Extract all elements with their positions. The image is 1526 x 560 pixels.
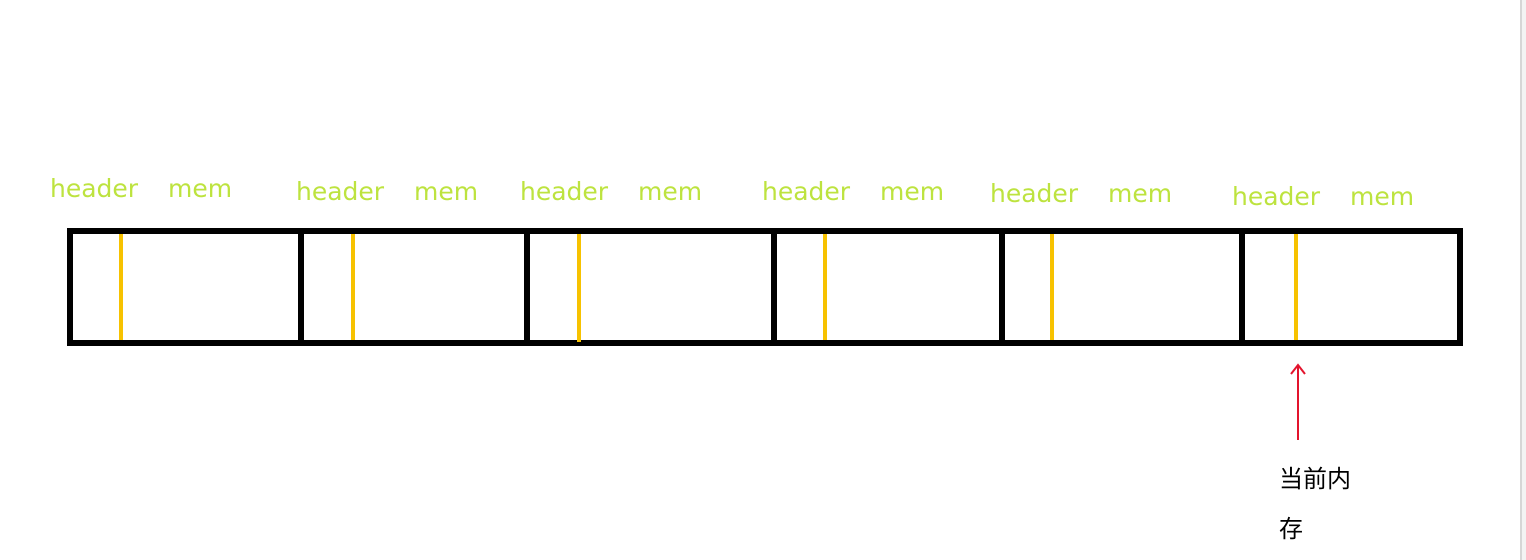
window-edge-fill — [1522, 0, 1526, 560]
segment-2-header-label: header — [296, 177, 385, 206]
segment-1-header-label: header — [50, 174, 139, 203]
header-marker — [119, 234, 123, 340]
current-pointer-arrow — [1290, 363, 1306, 440]
block-divider — [999, 228, 1005, 346]
current-memory-annotation-line-2: 存 — [1279, 515, 1303, 543]
header-marker — [823, 234, 827, 340]
segment-4-mem-label: mem — [880, 177, 945, 206]
segment-6-mem-label: mem — [1350, 182, 1415, 211]
segment-3-mem-label: mem — [638, 177, 703, 206]
block-divider — [298, 228, 304, 346]
segment-5-mem-label: mem — [1108, 179, 1173, 208]
header-marker — [1294, 234, 1298, 340]
header-marker — [351, 234, 355, 340]
block-divider — [771, 228, 777, 346]
segment-2-mem-label: mem — [414, 177, 479, 206]
header-marker — [577, 234, 581, 342]
block-divider — [1239, 228, 1245, 346]
window-edge — [1520, 0, 1522, 560]
segment-4-header-label: header — [762, 177, 851, 206]
segment-1-mem-label: mem — [168, 174, 233, 203]
segment-6-header-label: header — [1232, 182, 1321, 211]
segment-3-header-label: header — [520, 177, 609, 206]
current-memory-annotation-line-1: 当前内 — [1279, 465, 1351, 493]
segment-5-header-label: header — [990, 179, 1079, 208]
header-marker — [1050, 234, 1054, 340]
block-divider — [524, 228, 530, 346]
memory-block-frame — [67, 228, 1463, 346]
